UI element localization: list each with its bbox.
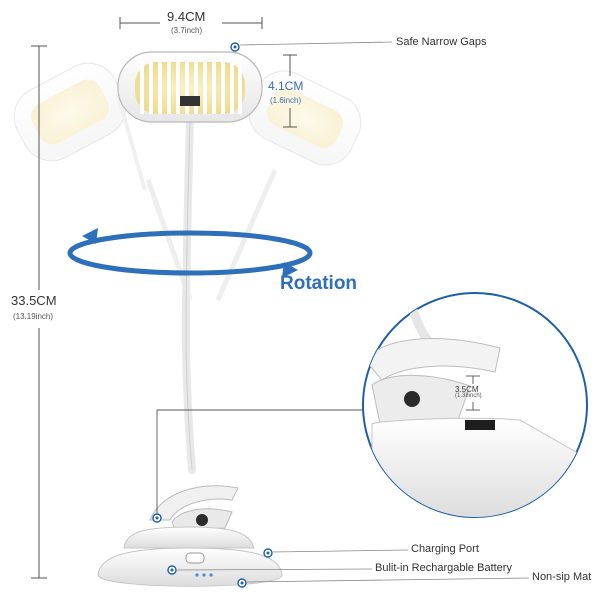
clip-marker (152, 513, 162, 523)
charging-port-callout: Charging Port (411, 543, 479, 555)
width-sublabel: (3.7inch) (171, 26, 203, 35)
total-height-dimension-line (31, 45, 47, 579)
rotation-label: Rotation (280, 273, 358, 294)
clip-height-label: 3.5CM (455, 385, 479, 394)
width-label: 9.4CM (167, 9, 206, 24)
safe-gaps-marker (230, 41, 393, 52)
charging-port-marker (263, 548, 409, 558)
head-height-sublabel: (1.6inch) (270, 96, 302, 105)
main-fan-head (117, 51, 263, 123)
battery-marker (167, 565, 373, 575)
battery-callout: Bulit-in Rechargable Battery (375, 562, 512, 574)
zoom-bracket (156, 409, 372, 515)
clip-base (97, 485, 283, 587)
head-height-dimension-line (283, 54, 297, 128)
ghost-fan-left (13, 62, 193, 301)
total-height-sublabel: (13.19inch) (13, 312, 54, 321)
ghost-fan-right (215, 70, 362, 302)
clip-height-sublabel: (1.38inch) (455, 393, 482, 399)
width-dimension-line (119, 17, 263, 29)
head-height-label: 4.1CM (268, 79, 304, 93)
safe-gaps-callout: Safe Narrow Gaps (396, 36, 487, 48)
mat-marker (237, 577, 530, 588)
clip-zoom-detail (362, 292, 588, 518)
total-height-label: 33.5CM (11, 293, 57, 308)
rotation-arrow-icon (67, 228, 313, 278)
mat-callout: Non-sip Mat (532, 571, 592, 583)
